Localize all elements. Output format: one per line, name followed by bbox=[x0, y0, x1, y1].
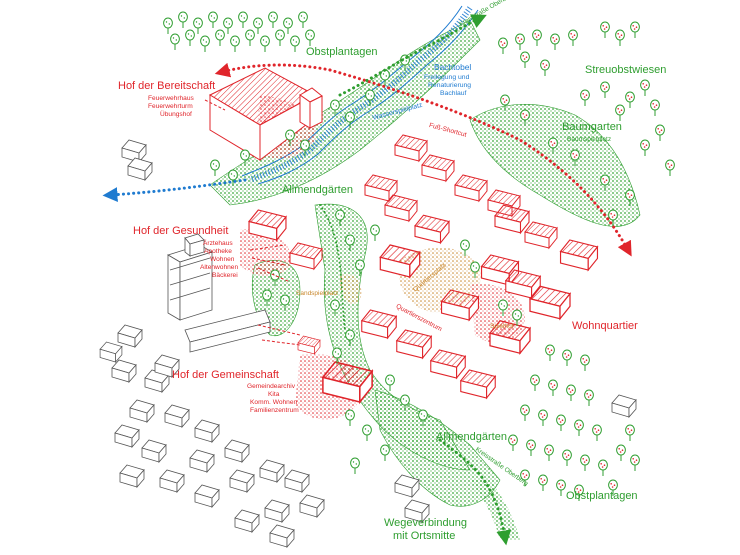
label-bachtobel: Bachtobel bbox=[434, 62, 472, 72]
label-allmendgaerten-bottom: Allmendgärten bbox=[436, 431, 507, 443]
label-gesundheit-2: Apotheke bbox=[204, 248, 232, 255]
leader-lines bbox=[204, 99, 301, 346]
new-buildings bbox=[208, 67, 599, 403]
label-gesundheit-1: Ärztehaus bbox=[203, 240, 233, 247]
label-obstplantagen-bottom: Obstplantagen bbox=[566, 490, 638, 502]
label-gemeinschaft-1: Gemeindearchiv bbox=[247, 383, 296, 390]
label-bereitschaft-3: Übungshof bbox=[160, 111, 192, 118]
label-allmendgaerten-top: Allmendgärten bbox=[282, 184, 353, 196]
label-gesundheit-3: Wohnen bbox=[210, 256, 235, 263]
label-streuobstwiesen: Streuobstwiesen bbox=[585, 64, 667, 76]
label-baumgarten: Baumgarten bbox=[562, 121, 622, 133]
path-arrows bbox=[102, 14, 632, 546]
label-gemeinschaft-3: Komm. Wohnen bbox=[250, 399, 298, 406]
orchard-top-left bbox=[163, 11, 315, 53]
label-sandspielplatz: Sandspielplatz bbox=[296, 290, 339, 297]
label-wegeverbindung-1: Wegeverbindung bbox=[384, 517, 467, 529]
existing-buildings bbox=[99, 139, 637, 548]
label-hof-bereitschaft: Hof der Bereitschaft bbox=[118, 80, 216, 92]
label-obstplantagen-top: Obstplantagen bbox=[306, 46, 378, 58]
label-bereitschaft-1: Feuerwehrhaus bbox=[148, 95, 194, 102]
label-gesundheit-5: Bäckerei bbox=[212, 272, 238, 279]
orchard-bottom-right bbox=[508, 344, 640, 502]
label-bachtobel-sub3: Bachlauf bbox=[440, 90, 467, 97]
label-gemeinschaft-4: Familienzentrum bbox=[250, 407, 299, 414]
label-hof-gemeinschaft: Hof der Gemeinschaft bbox=[172, 369, 279, 381]
label-baumspielplatz: Baumspielplatz bbox=[567, 136, 612, 143]
label-gesundheit-4: Altenwohnen bbox=[200, 264, 239, 271]
label-gemeinschaft-2: Kita bbox=[268, 391, 280, 398]
label-bachtobel-sub2: Renaturierung bbox=[428, 82, 472, 89]
label-bereitschaft-2: Feuerwehrturm bbox=[148, 103, 193, 110]
label-spielhof: Spielhof bbox=[490, 323, 514, 330]
label-bachtobel-sub1: Freilegung und bbox=[424, 74, 470, 81]
label-wegeverbindung-2: mit Ortsmitte bbox=[393, 530, 456, 542]
label-hof-gesundheit: Hof der Gesundheit bbox=[133, 225, 229, 237]
label-wohnquartier: Wohnquartier bbox=[572, 320, 638, 332]
